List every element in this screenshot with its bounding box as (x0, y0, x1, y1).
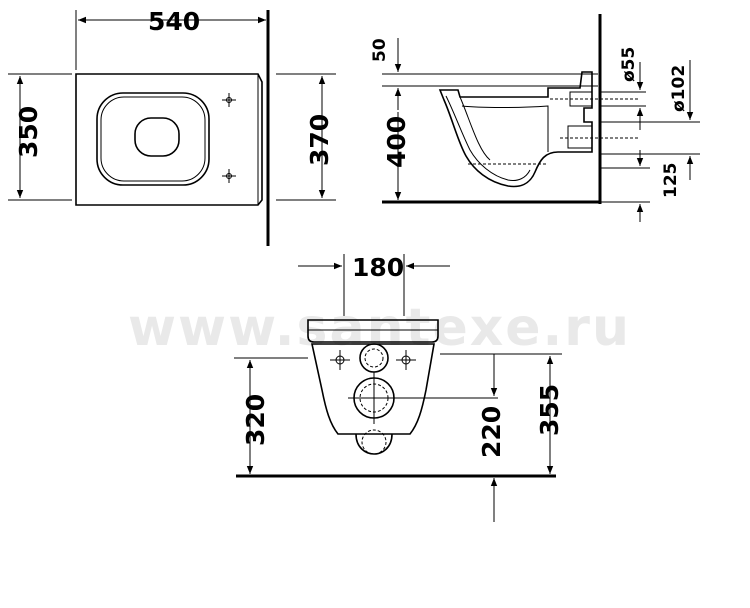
front-height-label: 320 (241, 394, 270, 446)
side-inlet-label: ø55 (619, 47, 639, 82)
top-bowl-opening (134, 117, 180, 157)
top-view: 540 350 370 (8, 7, 336, 246)
front-drain-height-label: 220 (477, 406, 506, 458)
front-fixing-right (396, 350, 416, 370)
top-depth-label: 350 (14, 106, 43, 158)
top-seat-inner (100, 96, 206, 182)
front-view: 180 320 220 (234, 253, 564, 522)
watermark: www.santexe.ru (128, 298, 631, 358)
front-fixing-left (330, 350, 350, 370)
top-width-label: 540 (148, 7, 200, 36)
top-wall-label: 370 (305, 114, 334, 166)
side-trap-line (461, 105, 549, 152)
front-seat-lid (307, 319, 439, 343)
side-bowl-outline (438, 71, 593, 188)
side-outlet-label: ø102 (669, 65, 689, 112)
front-outlet (355, 433, 393, 455)
front-total-height-label: 355 (535, 384, 564, 436)
front-outlet-dashed (361, 429, 387, 455)
side-view: 50 400 ø55 ø102 125 (370, 14, 700, 222)
top-fixing-point-upper (222, 93, 236, 107)
side-outlet-connector (567, 125, 593, 149)
top-fixing-point-lower (222, 169, 236, 183)
side-125-label: 125 (661, 163, 681, 199)
side-inner-curve (459, 96, 491, 161)
side-height-label: 400 (382, 116, 411, 168)
front-bowl-body (311, 343, 435, 435)
front-spacing-label: 180 (352, 253, 404, 282)
side-offset-label: 50 (370, 38, 390, 62)
side-bowl-inner (445, 95, 531, 181)
top-seat-outer (96, 92, 210, 186)
front-inlet-inner (364, 348, 384, 368)
